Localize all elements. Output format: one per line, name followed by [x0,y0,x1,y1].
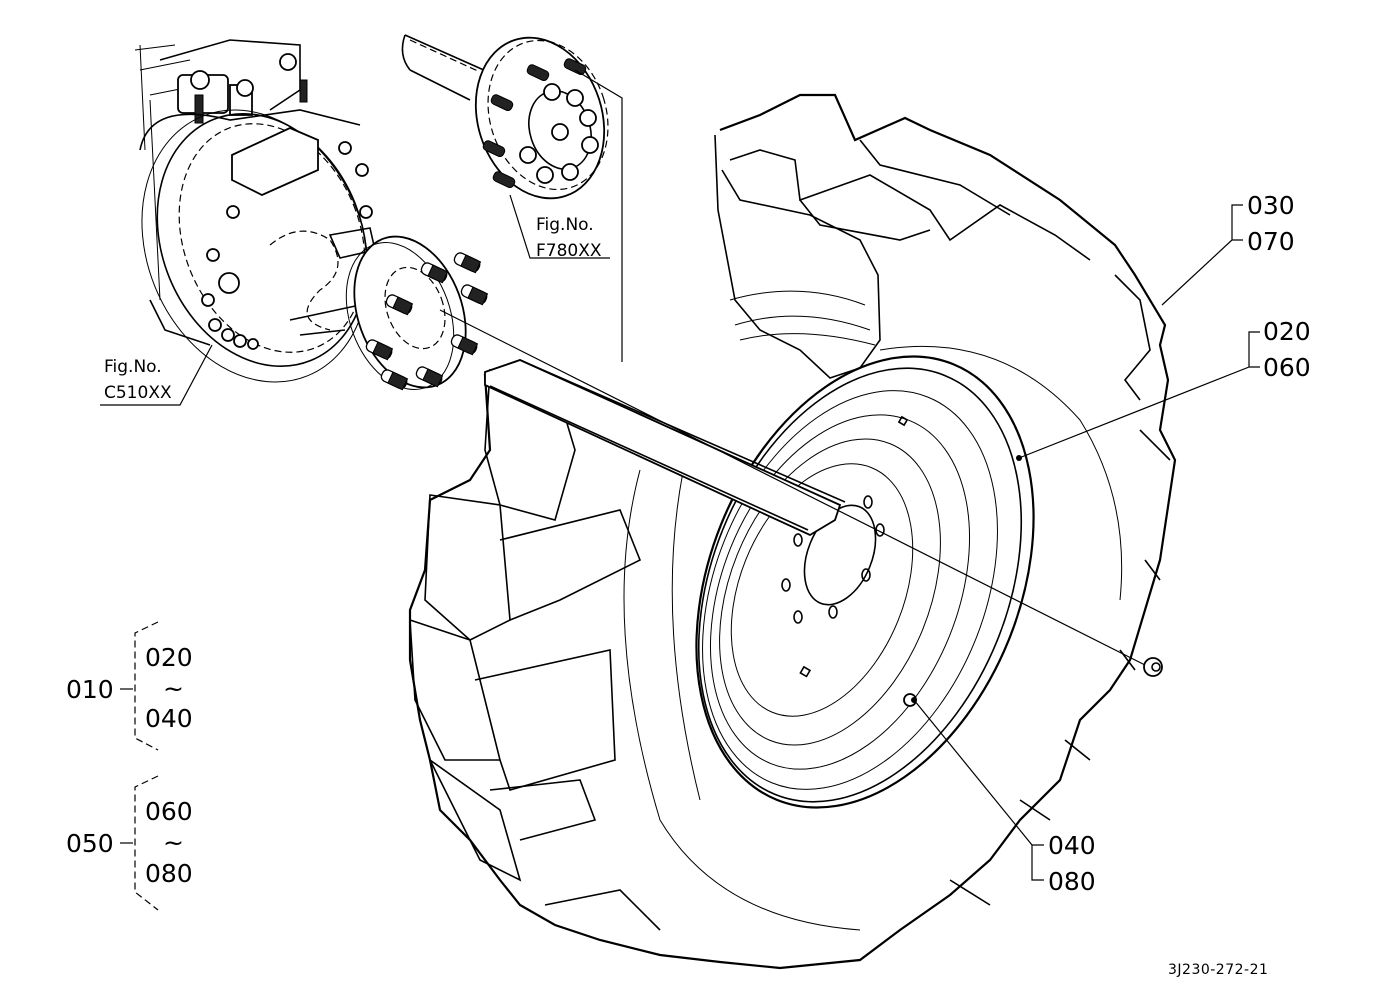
fig-ref-c510xx[interactable]: Fig.No. C510XX [104,357,172,403]
assembly-group-010[interactable]: 010 020 ~ 040 [66,621,193,751]
callout-valve[interactable]: 040 080 [1048,831,1096,896]
housing-bolts [201,141,373,350]
range-end: 040 [145,704,193,733]
axle-shaft-drawing [439,309,1163,677]
callout-code: 030 [1247,191,1295,220]
fig-ref-number: F780XX [536,241,602,261]
axle-studs [365,252,489,391]
fig-ref-number: C510XX [104,383,172,403]
wheel-nut [1143,657,1163,677]
fig-ref-caption: Fig.No. [536,215,594,235]
range-start: 020 [145,643,193,672]
callout-code: 060 [1263,353,1311,382]
stud-axis-line [439,309,1146,666]
range-start: 060 [145,797,193,826]
range-end: 080 [145,859,193,888]
assembly-code: 050 [66,829,114,858]
axle-case-drawing [134,39,489,391]
callout-tire[interactable]: 030 070 [1247,191,1295,256]
assembly-group-050[interactable]: 050 060 ~ 080 [66,775,193,911]
assembly-code: 010 [66,675,114,704]
wheel-rim-drawing [695,355,1035,809]
range-separator: ~ [163,828,184,857]
fig-ref-caption: Fig.No. [104,357,162,377]
range-separator: ~ [163,674,184,703]
hub-studs [482,58,587,189]
rim-bolt-holes [781,495,885,624]
wheel-hub-drawing [401,34,609,200]
callout-code: 070 [1247,227,1295,256]
fig-ref-f780xx[interactable]: Fig.No. F780XX [536,215,602,261]
callout-code: 040 [1048,831,1096,860]
group-bracket [134,775,159,911]
drawing-code: 3J230-272-21 [1168,962,1268,978]
callout-rim[interactable]: 020 060 [1263,317,1311,382]
leader-lines [100,69,1260,881]
callout-code: 080 [1048,867,1096,896]
callout-code: 020 [1263,317,1311,346]
hub-nuts [519,83,599,184]
group-bracket [134,621,159,751]
